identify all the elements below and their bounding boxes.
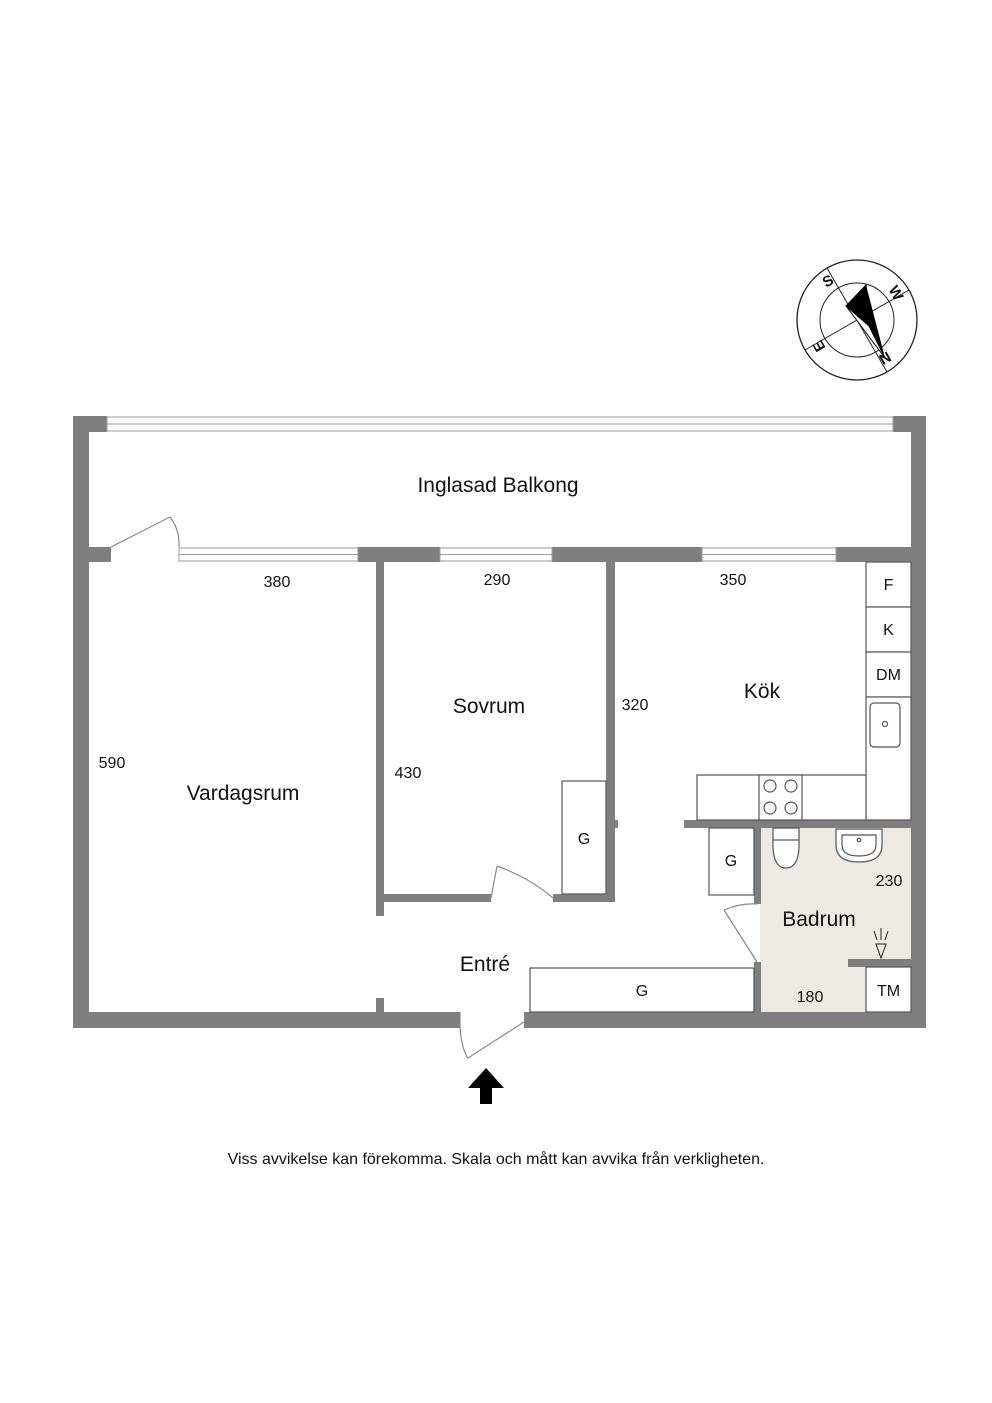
- room-entry: Entré: [460, 953, 510, 976]
- dim-living-width: 380: [264, 574, 291, 591]
- entrance-door: [459, 1012, 525, 1059]
- freezer-cabinet: [865, 606, 912, 653]
- dim-kitchen-depth: 320: [622, 697, 649, 714]
- sink-drain: [881, 720, 889, 728]
- bedroom-door: [490, 865, 554, 899]
- label-wardrobe-entry: G: [636, 983, 648, 1000]
- dim-bedroom-depth: 430: [395, 765, 422, 782]
- fixtures: [529, 561, 912, 1013]
- label-dishwasher: DM: [876, 667, 901, 684]
- hall-wardrobe: [708, 827, 755, 896]
- label-fridge: F: [884, 577, 894, 594]
- washer-cabinet: [865, 966, 912, 1013]
- toilet: [772, 827, 800, 869]
- room-bathroom: Badrum: [782, 908, 856, 931]
- entrance-arrow-icon: [468, 1068, 504, 1104]
- entry-wardrobe: [529, 967, 755, 1013]
- bedroom-wardrobe: [561, 780, 607, 895]
- room-bedroom: Sovrum: [453, 695, 525, 718]
- label-freezer: K: [883, 622, 894, 639]
- label-washer: TM: [877, 983, 900, 1000]
- room-living: Vardagsrum: [187, 782, 300, 805]
- disclaimer-text: Viss avvikelse kan förekomma. Skala och …: [227, 1151, 765, 1168]
- dim-bedroom-width: 290: [484, 572, 511, 589]
- dim-bath-depth: 230: [876, 873, 903, 890]
- room-balcony: Inglasad Balkong: [417, 474, 578, 497]
- walls: [73, 416, 926, 1028]
- bathroom-door: [723, 903, 758, 963]
- compass-icon: S W N E: [796, 259, 918, 381]
- windows: [106, 416, 894, 562]
- floor-drain-icon: [873, 928, 889, 960]
- fridge-cabinet: [865, 561, 912, 608]
- dim-kitchen-width: 350: [720, 572, 747, 589]
- dim-bath-width: 180: [797, 989, 824, 1006]
- balcony-door: [110, 516, 180, 548]
- doors: [110, 516, 758, 1059]
- dim-living-depth: 590: [99, 755, 126, 772]
- label-wardrobe-hall: G: [725, 853, 737, 870]
- room-kitchen: Kök: [744, 680, 781, 703]
- label-wardrobe-bedroom: G: [578, 831, 590, 848]
